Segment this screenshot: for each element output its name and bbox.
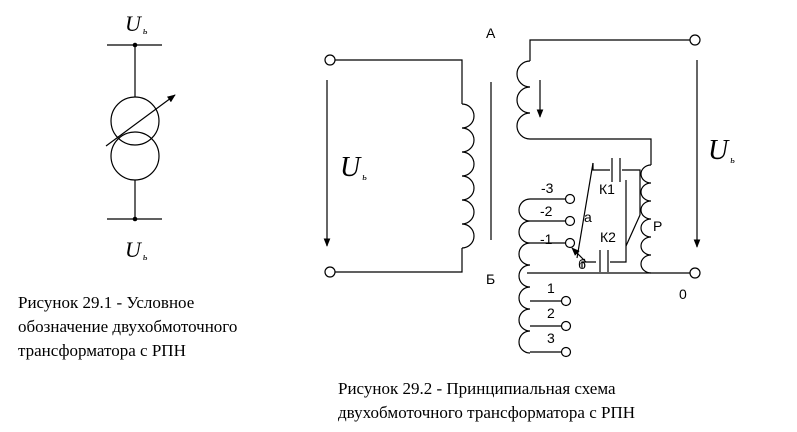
fig2-terminal-primary-bottom [324,266,336,278]
fig2-k2-left-wire [581,261,596,268]
fig1-winding-secondary [110,131,160,181]
fig2-label-a-upper: А [486,25,496,41]
fig2-primary-top-wire [335,59,463,104]
fig1-caption: Рисунок 29.1 - Условное обозначение двух… [18,291,237,363]
fig2-caption: Рисунок 29.2 - Принципиальная схема двух… [338,377,635,425]
fig2-terminal-secondary-top [689,34,701,46]
fig2-selector-arm-a [576,162,594,259]
fig2-tap-label-3: 3 [547,330,555,346]
fig1-caption-line: трансформатора с РПН [18,341,186,360]
fig2-reactor-link [625,214,641,247]
fig2-secondary-top-wire [529,39,690,61]
fig2-tap-label-1: 1 [547,280,555,296]
fig2-contactors [576,158,641,272]
fig1-symbol [105,42,176,222]
fig2-tap-contact-2 [560,320,572,332]
fig2-terminal-neutral [689,267,701,279]
fig2-tap-contact-1 [560,295,572,307]
fig2-k1-left-wire [592,163,610,171]
fig1-caption-line: Рисунок 29.1 - Условное [18,293,195,312]
fig2-primary-circuit [323,54,475,278]
fig2-tap-label--2: -2 [540,203,553,219]
fig2-k1-right-wire [622,169,641,215]
fig2-caption-line: Рисунок 29.2 - Принципиальная схема [338,379,616,398]
fig2-secondary-winding [516,60,531,140]
fig2-tap-contact-3 [560,346,572,358]
fig2-tap-label--1: -1 [540,231,553,247]
fig2-regulating-winding [518,193,587,358]
fig2-k2-right-wire [610,246,627,263]
fig2-tap-contact--2 [564,215,576,227]
fig2-reactor-feed-wire [530,138,652,165]
fig2-label-k1: К1 [599,181,615,197]
fig2-primary-winding [461,103,475,249]
fig2-tap-contact--1 [564,237,576,249]
fig2-reactor-coil [640,164,652,274]
fig2-label-a: а [584,209,592,225]
fig1-caption-line: обозначение двухобмоточного [18,317,238,336]
fig2-tap-label--3: -3 [541,180,554,196]
fig2-caption-line: двухобмоточного трансформатора с РПН [338,403,636,422]
fig2-label-b-upper: Б [486,271,495,287]
fig2-label-k2: К2 [600,229,616,245]
fig2-tap-label-2: 2 [547,305,555,321]
fig2-label-b: б [578,256,586,272]
fig2-label-p: Р [653,218,662,234]
fig2-tap-winding-coil [518,198,531,354]
fig2-label-zero: 0 [679,286,687,302]
fig2-selector-arrow-b [571,247,587,263]
fig2-secondary-circuit [516,34,701,279]
fig2-reactor [625,164,652,274]
fig1-regulation-arrow [105,94,176,147]
fig2-primary-bottom-wire [335,248,463,273]
fig2-tap-contact--3 [564,193,576,205]
fig1-winding-primary [110,96,160,146]
fig2-terminal-primary-top [324,54,336,66]
